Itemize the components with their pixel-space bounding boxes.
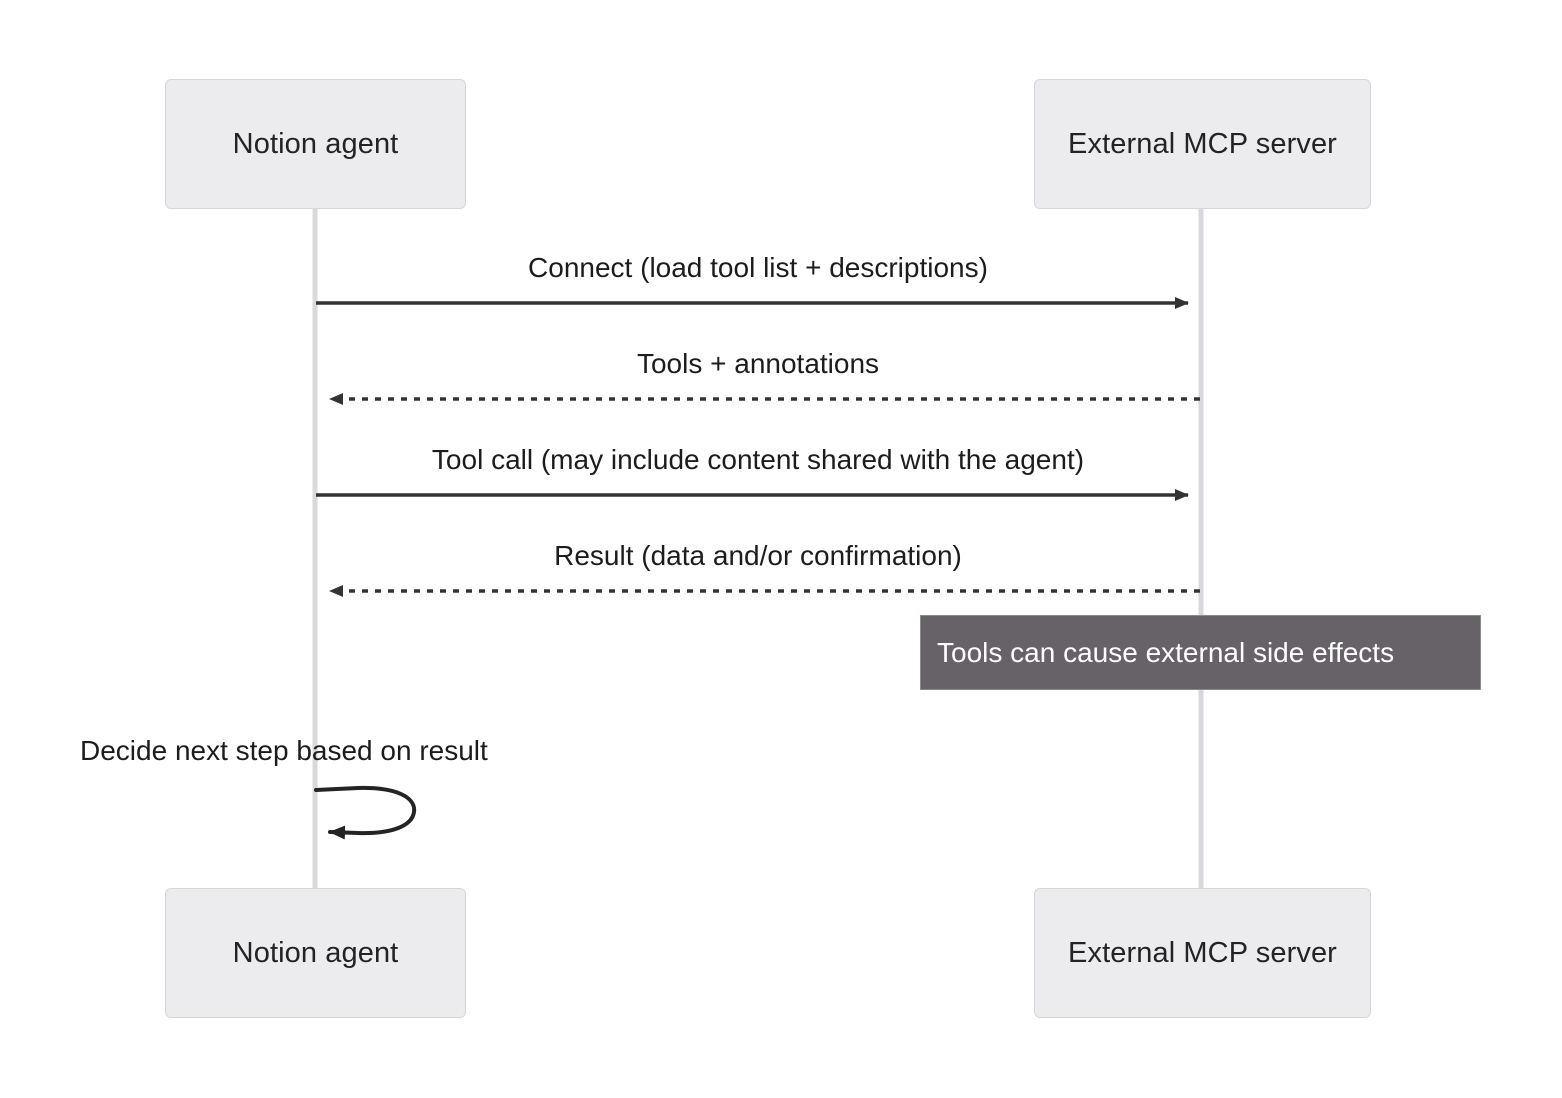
participant-box-agent-top: Notion agent bbox=[165, 79, 466, 209]
participant-label-mcp-top: External MCP server bbox=[1068, 127, 1337, 160]
participant-box-mcp-bottom: External MCP server bbox=[1034, 888, 1371, 1018]
participant-box-agent-bottom: Notion agent bbox=[165, 888, 466, 1018]
note-side-effects: Tools can cause external side effects bbox=[920, 615, 1481, 690]
message-label-3: Tool call (may include content shared wi… bbox=[431, 444, 1085, 475]
message-label-1: Connect (load tool list + descriptions) bbox=[528, 252, 988, 283]
participant-label-agent-bottom: Notion agent bbox=[232, 936, 399, 969]
participant-label-mcp-bottom: External MCP server bbox=[1068, 936, 1337, 969]
message-label-2: Tools + annotations bbox=[636, 348, 880, 379]
participant-label-agent-top: Notion agent bbox=[232, 127, 399, 160]
message-label-4: Result (data and/or confirmation) bbox=[554, 540, 962, 571]
self-message-loop-arrow bbox=[314, 785, 417, 840]
self-message-label-decide: Decide next step based on result bbox=[80, 735, 488, 766]
participant-box-mcp-top: External MCP server bbox=[1034, 79, 1371, 209]
note-side-effects-text: Tools can cause external side effects bbox=[937, 636, 1395, 668]
